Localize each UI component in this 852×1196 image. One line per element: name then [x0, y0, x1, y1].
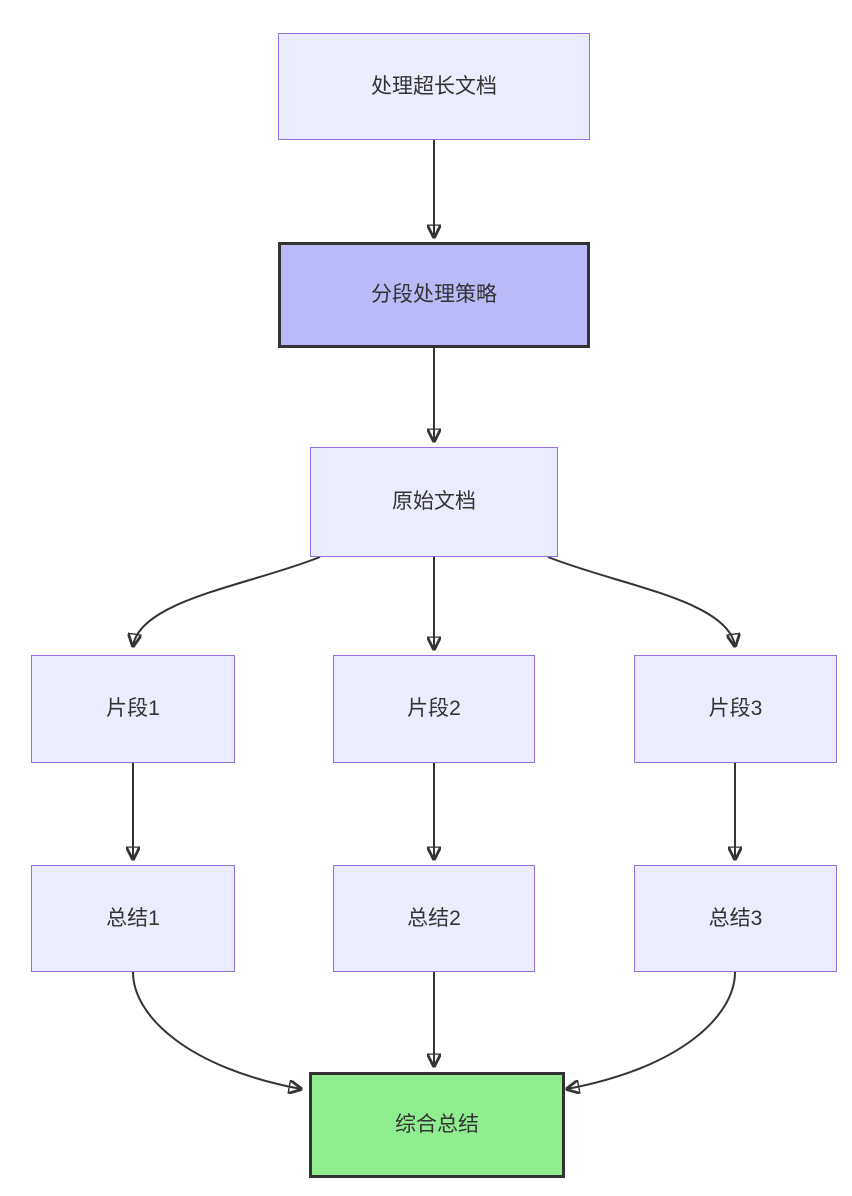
node-segment-strategy-label: 分段处理策略 [371, 283, 497, 307]
node-fragment-2: 片段2 [333, 655, 535, 763]
node-process-long-doc-label: 处理超长文档 [371, 74, 497, 98]
node-fragment-3-label: 片段3 [708, 697, 763, 721]
edge-c-d3 [547, 556, 735, 646]
edge-e3-f [567, 971, 736, 1089]
node-summary-1: 总结1 [31, 865, 235, 972]
node-summary-1-label: 总结1 [106, 906, 160, 930]
node-segment-strategy: 分段处理策略 [278, 242, 590, 348]
node-summary-2-label: 总结2 [407, 906, 461, 930]
node-final-summary: 综合总结 [309, 1072, 565, 1178]
node-summary-3-label: 总结3 [708, 906, 763, 930]
node-final-summary-label: 综合总结 [395, 1113, 479, 1137]
node-fragment-2-label: 片段2 [407, 697, 461, 721]
node-process-long-doc: 处理超长文档 [278, 33, 590, 140]
edge-e1-f [132, 971, 301, 1089]
node-summary-2: 总结2 [333, 865, 535, 972]
node-original-doc: 原始文档 [310, 447, 558, 557]
node-fragment-1: 片段1 [31, 655, 235, 763]
node-original-doc-label: 原始文档 [392, 490, 476, 514]
node-fragment-3: 片段3 [634, 655, 837, 763]
edge-c-d1 [133, 556, 321, 646]
node-fragment-1-label: 片段1 [106, 697, 160, 721]
node-summary-3: 总结3 [634, 865, 837, 972]
